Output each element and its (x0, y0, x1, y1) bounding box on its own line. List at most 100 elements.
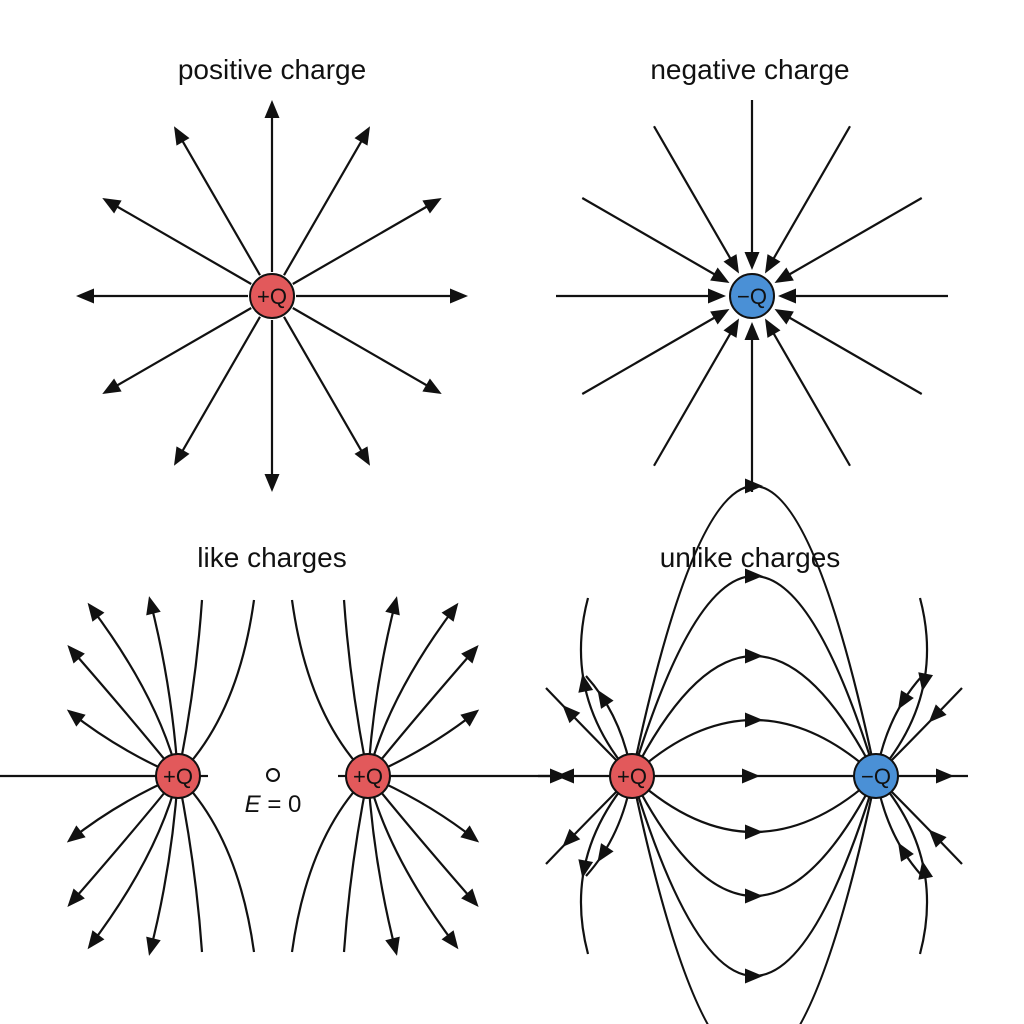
arrowhead (928, 704, 947, 723)
outer-field-line (579, 775, 633, 955)
radial-field-line (112, 307, 252, 389)
radial-field-line (112, 203, 252, 285)
outward-arrowhead (174, 446, 190, 466)
connecting-field-line (630, 775, 878, 978)
curved-field-line (366, 775, 398, 953)
arrowhead (918, 860, 934, 880)
curved-field-line (177, 599, 256, 777)
inward-arrowhead (774, 309, 794, 325)
curved-field-line (148, 775, 180, 953)
connecting-field-line (631, 718, 877, 777)
inward-arrowhead (778, 288, 796, 304)
outer-field-line (875, 775, 929, 955)
arrowhead (87, 602, 105, 622)
radial-field-line (179, 136, 261, 276)
inward-arrowhead (723, 254, 739, 274)
negative-charge-panel: −Q (556, 100, 948, 492)
arrowhead (461, 888, 479, 908)
curved-field-line (366, 599, 398, 777)
curved-field-line (342, 599, 370, 777)
positive-charge: +Q (249, 273, 295, 319)
unlike-charges-panel: +Q −Q (538, 478, 968, 1024)
radial-field-line (283, 316, 365, 456)
inward-arrowhead (744, 252, 760, 270)
curved-field-line (69, 647, 179, 777)
inward-arrowhead (744, 322, 760, 340)
arrowhead (745, 568, 763, 584)
arrowhead (562, 705, 581, 724)
arrowhead (745, 968, 763, 984)
arrowhead (745, 648, 763, 664)
connecting-field-line (631, 775, 877, 834)
unlike-charge-negative: −Q (853, 753, 899, 799)
curved-field-line (290, 775, 369, 953)
outward-arrowhead (264, 100, 280, 118)
curved-field-line (342, 775, 370, 953)
null-point-label-var: E (245, 791, 262, 818)
unlike-charge-positive-label: +Q (617, 764, 647, 789)
radial-field-line (581, 313, 722, 395)
outward-arrowhead (450, 288, 468, 304)
inward-arrowhead (710, 267, 730, 283)
arrowhead (745, 888, 763, 904)
radial-field-line (653, 125, 735, 266)
curved-field-line (148, 599, 180, 777)
arrowhead (441, 602, 459, 622)
arrowhead (87, 930, 105, 950)
connecting-field-line (630, 484, 878, 777)
curved-field-line (367, 775, 477, 905)
like-charge-left-circle (155, 753, 201, 799)
inward-arrowhead (708, 288, 726, 304)
arrowhead (898, 842, 914, 862)
outward-arrowhead (102, 198, 122, 214)
curved-field-line (89, 605, 180, 777)
unlike-charge-positive: +Q (609, 753, 655, 799)
arrowhead (385, 936, 400, 956)
negative-charge-label: −Q (737, 284, 767, 309)
arrowhead (562, 828, 581, 847)
connecting-field-line (630, 775, 878, 1024)
like-charges-title: like charges (197, 542, 347, 573)
unlike-charge-negative-circle (853, 753, 899, 799)
arrowhead (578, 859, 594, 879)
radial-field-line (581, 197, 722, 279)
like-charge-right: +Q (345, 753, 391, 799)
arrowhead (745, 478, 763, 494)
arrowhead (742, 768, 760, 784)
curved-field-line (366, 775, 457, 947)
outer-field-line (875, 597, 929, 777)
outward-arrowhead (354, 126, 370, 146)
outward-arrowhead (264, 474, 280, 492)
radial-field-line (769, 125, 851, 266)
curved-field-line (177, 775, 256, 953)
outward-arrowhead (422, 378, 442, 394)
inward-arrowhead (765, 318, 781, 338)
curved-field-line (367, 647, 477, 777)
null-point-label-rest: = 0 (261, 791, 302, 818)
inward-arrowhead (710, 309, 730, 325)
negative-charge-title: negative charge (650, 54, 850, 85)
radial-field-line (769, 326, 851, 467)
outer-field-line (579, 597, 633, 777)
like-charges-panel: +Q+QE = 0 (0, 596, 568, 956)
arrowhead (556, 768, 574, 784)
radial-field-line (283, 136, 365, 276)
negative-charge: −Q (729, 273, 775, 319)
outward-arrowhead (102, 378, 122, 394)
arrowhead (578, 673, 594, 693)
unlike-charge-negative-label: −Q (861, 764, 891, 789)
inward-arrowhead (774, 267, 794, 283)
arrowhead (461, 644, 479, 664)
curved-field-line (176, 775, 204, 953)
arrowhead (460, 709, 480, 727)
arrowhead (745, 824, 763, 840)
arrowhead (385, 596, 400, 616)
arrowhead (66, 709, 86, 727)
arrowhead (441, 930, 459, 950)
arrowhead (66, 825, 86, 843)
radial-field-line (292, 307, 432, 389)
like-charge-right-circle (345, 753, 391, 799)
curved-field-line (366, 605, 457, 777)
positive-charge-panel: +Q (76, 100, 468, 492)
